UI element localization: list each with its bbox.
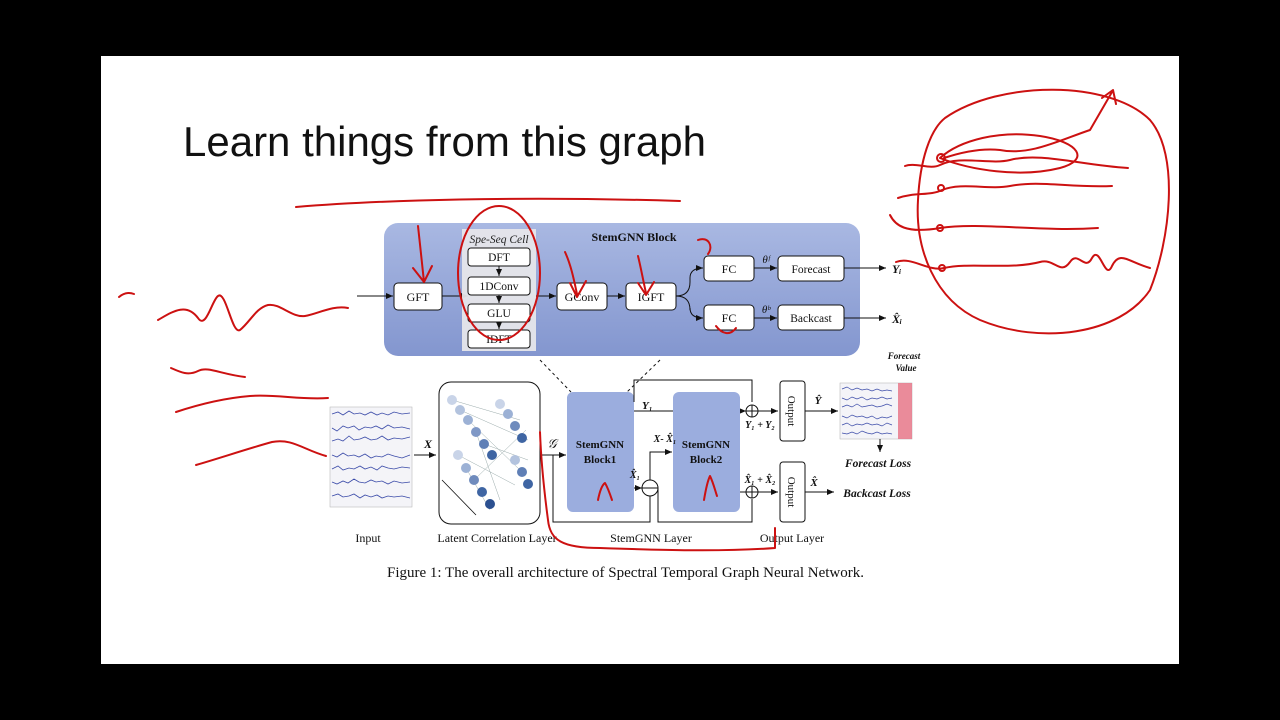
series-dot-3 — [936, 224, 944, 232]
block2-line2: Block2 — [690, 454, 723, 466]
theta-b-label: θᵇ — [762, 304, 771, 316]
forecast-loss-label: Forecast Loss — [844, 458, 912, 470]
dft-label: DFT — [488, 252, 510, 264]
y-hat-label: Ŷ — [815, 395, 823, 407]
input-wave-3 — [175, 394, 329, 413]
block2-line1: StemGNN — [682, 439, 730, 451]
series-line-2 — [897, 182, 1113, 199]
x-i-label: X̂ᵢ — [891, 312, 902, 326]
x-symbol: X — [423, 437, 433, 451]
series-line-1 — [904, 156, 1129, 169]
slide-title: Learn things from this graph — [183, 118, 706, 165]
igft-label: IGFT — [638, 290, 665, 304]
handwritten-annotations — [118, 88, 1170, 552]
stemgnn-block2 — [673, 392, 740, 512]
block2-arrow — [703, 475, 718, 501]
forecast-circle — [916, 88, 1170, 335]
gft-label: GFT — [407, 290, 430, 304]
series-line-4 — [895, 254, 1151, 271]
latent-graph-nodes — [447, 395, 533, 509]
fc-top-label: FC — [722, 262, 737, 276]
conv1d-label: 1DConv — [480, 281, 519, 293]
block1-line1: StemGNN — [576, 439, 624, 451]
input-wave-2 — [170, 367, 246, 378]
fc-marks — [697, 238, 737, 334]
forecast-label: Forecast — [792, 264, 832, 276]
arrow-to-gft — [412, 225, 433, 283]
stemgnn-layer-bracket — [539, 431, 776, 552]
y1-label: Y₁ — [642, 400, 653, 412]
forecast-value-line1: Forecast — [887, 351, 921, 361]
series-line-3 — [889, 214, 1099, 231]
output-backcast-label: Output — [785, 477, 797, 508]
block1-arrow — [597, 482, 613, 501]
spe-seq-cell-circle — [457, 205, 541, 341]
stemgnn-block1 — [567, 392, 634, 512]
series-dot-2 — [937, 184, 945, 192]
theta-f-label: θᶠ — [762, 254, 771, 266]
forecast-value-line2: Value — [895, 363, 916, 373]
slide — [101, 56, 1179, 664]
fc-bottom-label: FC — [722, 311, 737, 325]
rising-arrow — [943, 89, 1117, 159]
backcast-label: Backcast — [790, 313, 832, 325]
stemgnn-block-title: StemGNN Block — [592, 230, 677, 244]
input-wave-main — [157, 294, 349, 332]
pipeline: Input X Latent Correlation Layer 𝒢 — [329, 351, 921, 545]
input-label: Input — [355, 531, 381, 545]
forecast-value-region — [898, 383, 912, 439]
glu-label: GLU — [487, 308, 511, 320]
block1-line2: Block1 — [584, 454, 616, 466]
series-dot-1 — [936, 153, 946, 163]
input-series-lines — [331, 410, 411, 499]
sum-y-label: Y₁ + Y₂ — [745, 420, 775, 431]
y-i-label: Yᵢ — [892, 262, 901, 276]
input-wave-4 — [195, 440, 327, 466]
top-loop — [939, 133, 1079, 174]
latent-correlation-label: Latent Correlation Layer — [437, 531, 556, 545]
input-series-plot — [329, 406, 413, 508]
gconv-label: GConv — [565, 290, 600, 304]
x-hat1-label: X̂₁ — [629, 468, 640, 481]
stemgnn-layer-label: StemGNN Layer — [610, 531, 692, 545]
scribble-tick — [118, 292, 135, 298]
stemgnn-block: StemGNN Block GFT Spe-Seq Cell DFT 1DCon… — [357, 223, 902, 356]
spe-seq-cell-title: Spe-Seq Cell — [469, 234, 528, 246]
figure-caption: Figure 1: The overall architecture of Sp… — [387, 565, 864, 581]
x-hat-label: X̂ — [809, 476, 818, 489]
sum-x-label: X̂₁ + X̂₂ — [743, 473, 775, 486]
backcast-loss-label: Backcast Loss — [842, 488, 911, 500]
g-symbol: 𝒢 — [547, 436, 559, 451]
x-minus-label: X- X̂₁ — [653, 432, 677, 445]
arrow-to-igft — [637, 255, 655, 296]
output-layer-label: Output Layer — [760, 531, 824, 545]
output-forecast-label: Output — [785, 396, 797, 427]
arrow-to-gconv — [564, 251, 587, 298]
forecast-series-lines — [841, 386, 893, 435]
title-underline — [295, 197, 681, 208]
series-dot-4 — [938, 264, 946, 272]
latent-time-axis — [441, 479, 477, 516]
